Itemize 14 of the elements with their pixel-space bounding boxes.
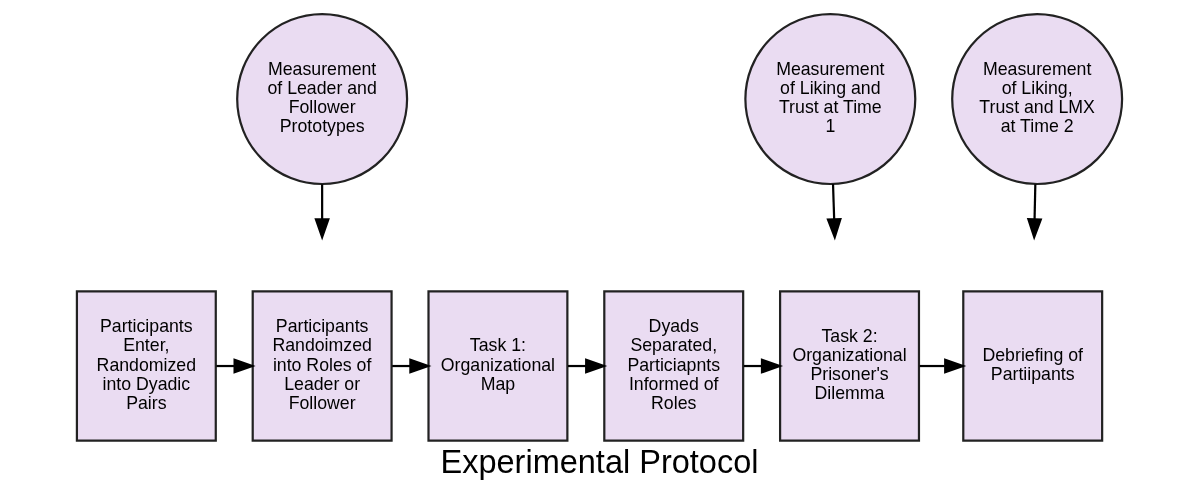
arrow <box>919 358 966 374</box>
node-circle: Measurement of Leader and Follower Prototypes <box>235 13 408 186</box>
node-circle: Measurement of Liking and Trust at Time 1 <box>743 13 916 186</box>
node-box: Participants Randoimzed into Roles of Leader or Follower <box>251 290 393 442</box>
caption: Experimental Protocol <box>440 443 758 480</box>
node-circle: Measurement of Liking, Trust and LMX at Time 2 <box>950 13 1123 186</box>
node-box: Participants Enter, Randomized into Dyadic Pairs <box>75 290 217 442</box>
node-box: Debriefing of Partiipants <box>961 290 1103 442</box>
node-box: Task 1: Organizational Map <box>426 290 568 442</box>
arrow <box>1026 184 1042 241</box>
arrow <box>313 184 330 241</box>
node-box: Dyads Separated, Particiapnts Informed of Roles <box>602 290 744 442</box>
arrow <box>825 183 842 241</box>
node-box: Task 2: Organizational Prisoner's Dilemma <box>778 290 920 442</box>
